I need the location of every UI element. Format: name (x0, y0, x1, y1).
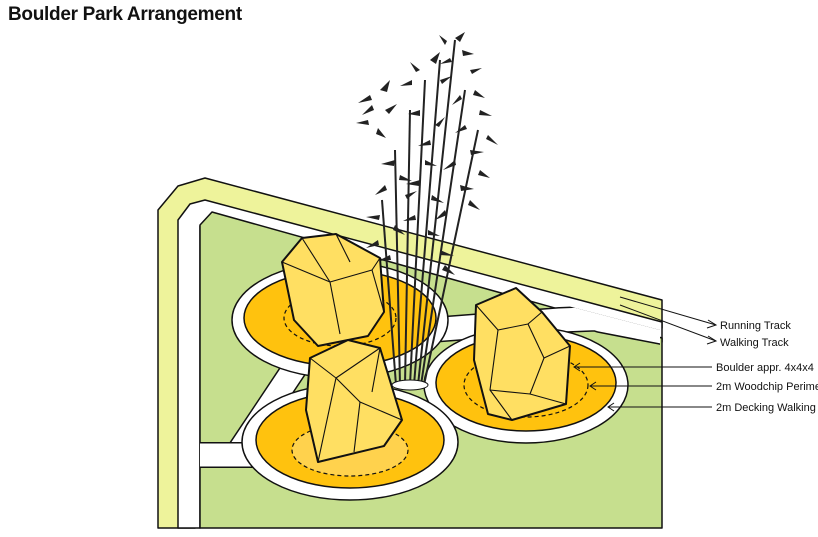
label-walking-track: Walking Track (720, 337, 789, 349)
callouts: Running Track Walking Track Boulder appr… (573, 296, 818, 414)
label-boulder: Boulder appr. 4x4x4 (716, 362, 814, 374)
boulder-right (473, 287, 571, 421)
boulder-left (281, 233, 385, 347)
arrow-walking-track (619, 304, 717, 342)
arrow-running-track (619, 296, 717, 326)
bamboo-cluster (356, 32, 498, 391)
label-woodchip: 2m Woodchip Perimeter (716, 381, 818, 393)
label-running-track: Running Track (720, 320, 791, 332)
boulder-front (305, 339, 403, 463)
label-decking: 2m Decking Walking Path (716, 402, 818, 414)
page-title: Boulder Park Arrangement (8, 4, 242, 25)
